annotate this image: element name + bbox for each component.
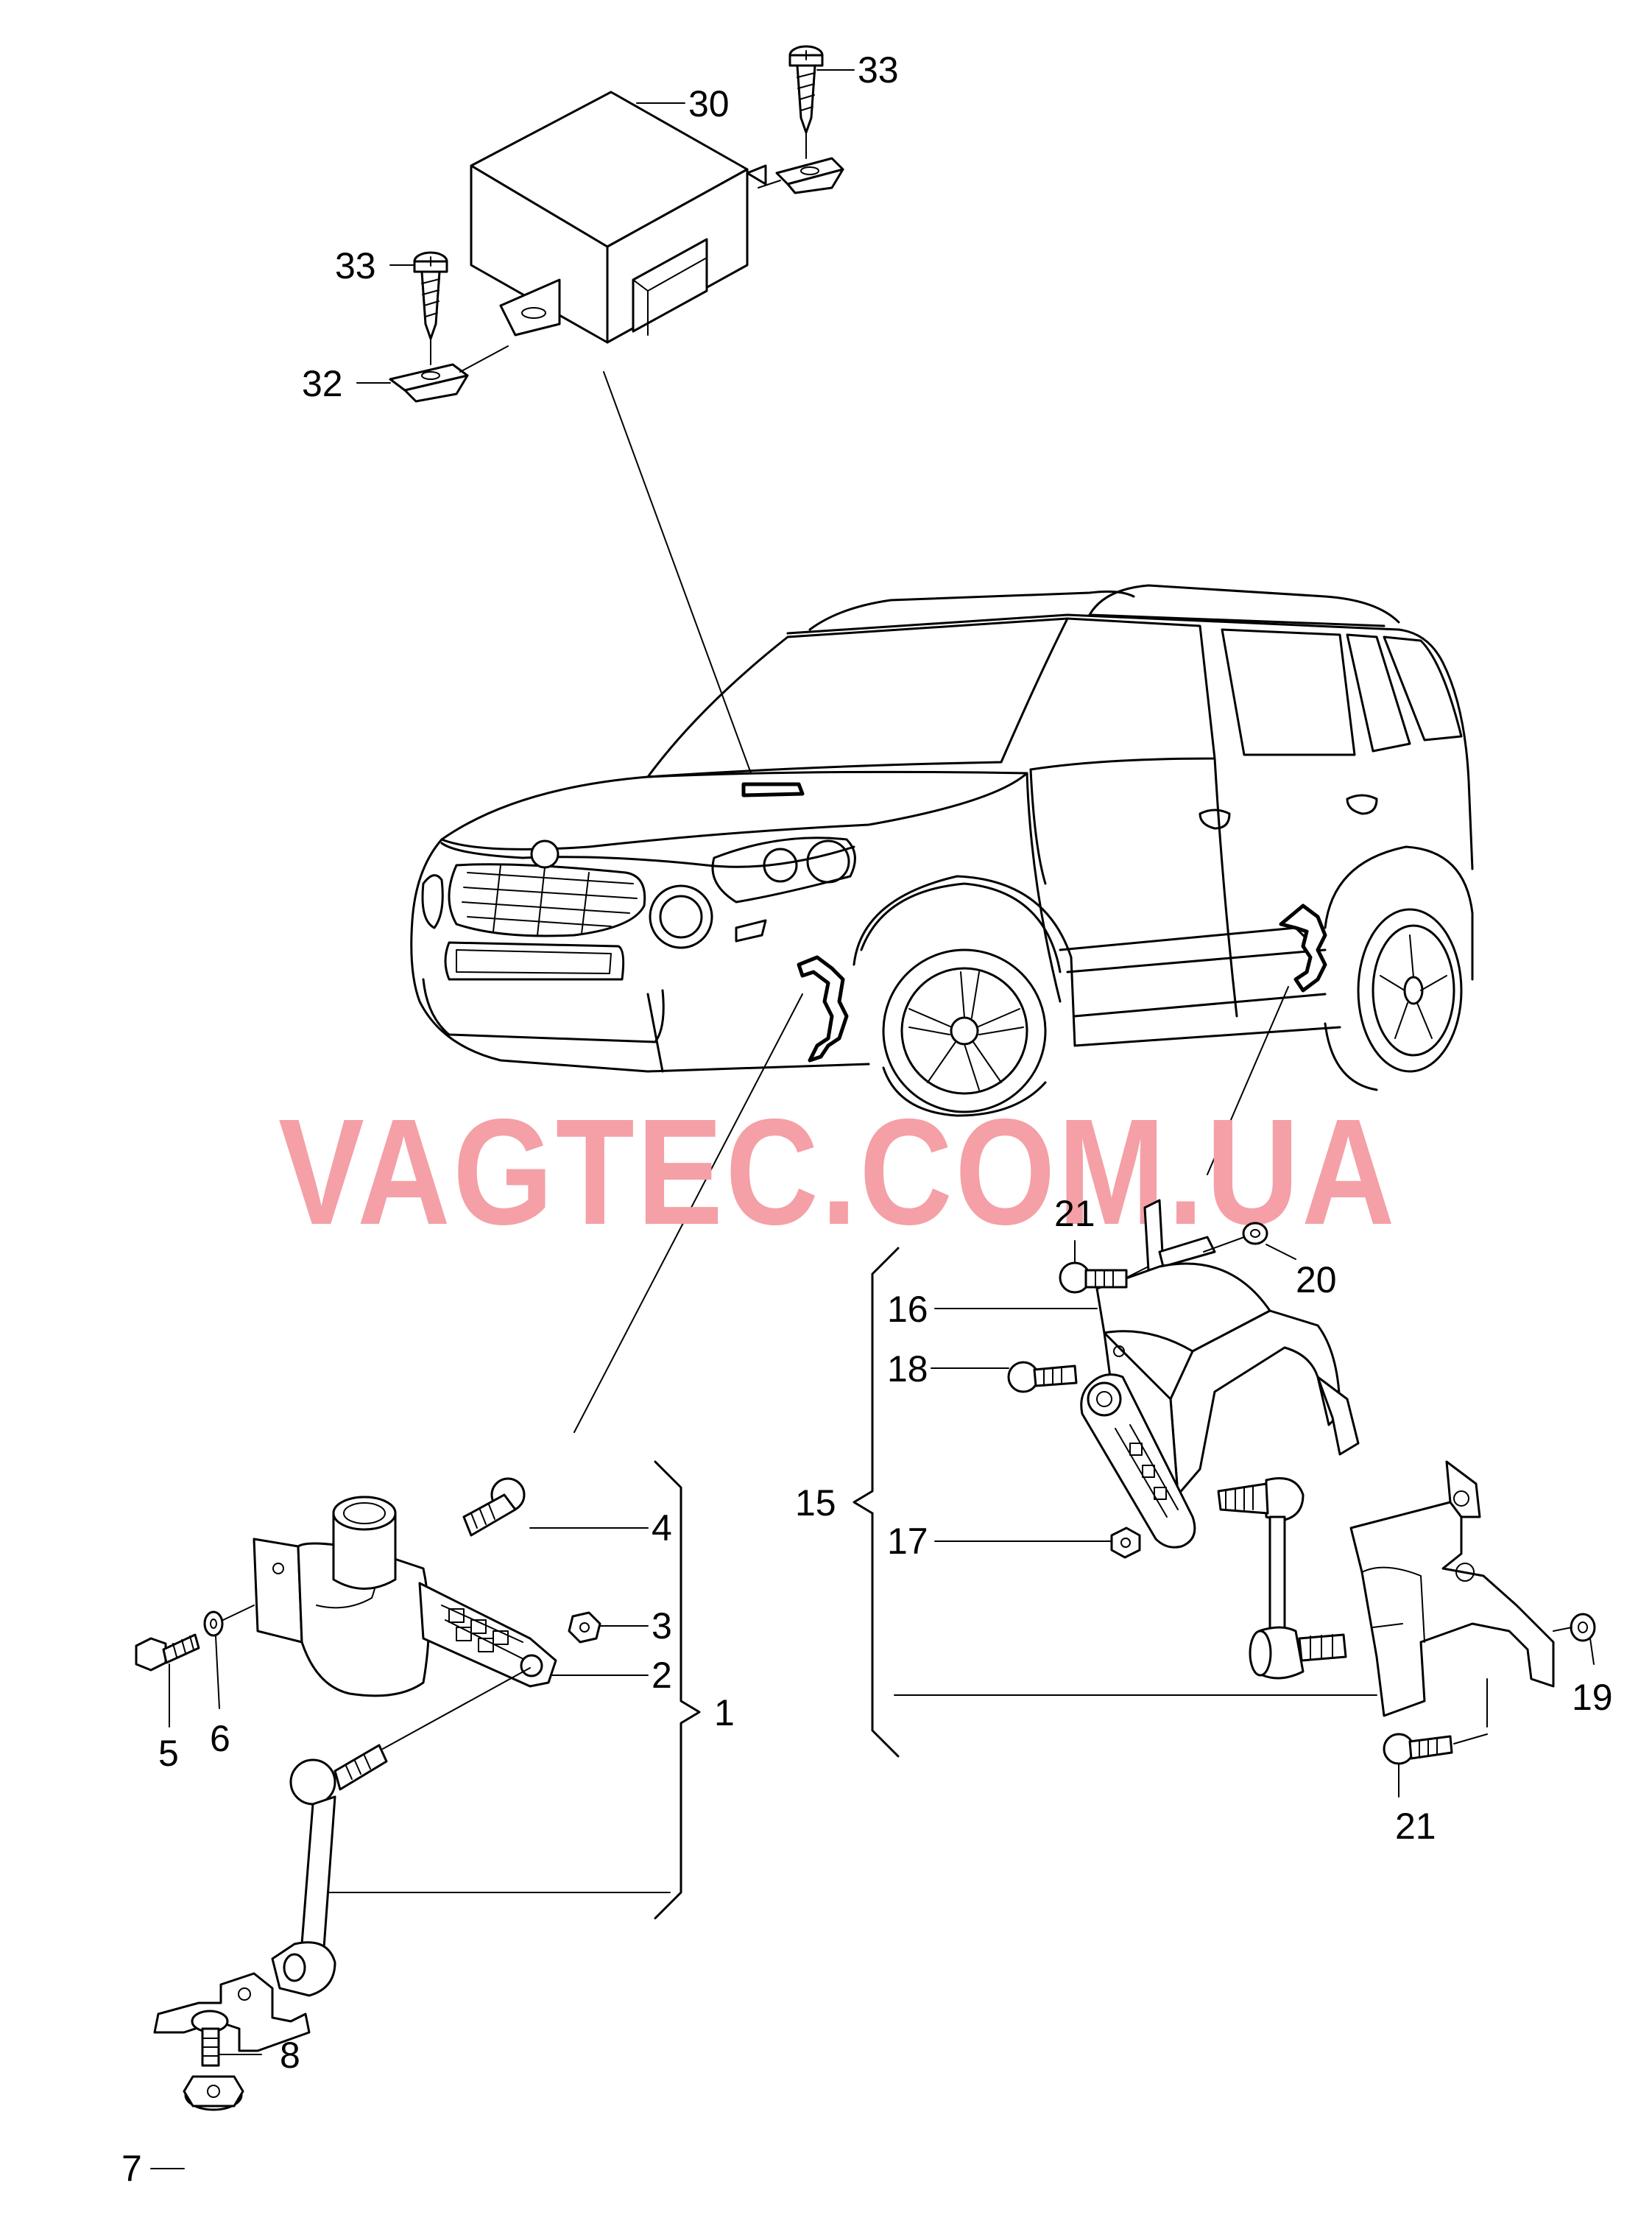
label-4: 4: [652, 1507, 672, 1549]
leader-lines-top: [356, 69, 855, 774]
label-32: 32: [302, 363, 343, 404]
label-3: 3: [652, 1605, 672, 1647]
label-15: 15: [795, 1482, 836, 1524]
part-labels: 30 33 33 32 21 20 16 18 15 17 19 21 4 3 …: [121, 49, 1613, 2189]
label-19: 19: [1572, 1677, 1613, 1718]
label-17: 17: [887, 1521, 928, 1562]
label-6: 6: [210, 1718, 230, 1759]
leader-lines-rear: [853, 1236, 1595, 1797]
rear-level-sensor: [1007, 1199, 1596, 1765]
label-7: 7: [121, 2148, 142, 2189]
screw-33-right: [788, 45, 824, 134]
label-2: 2: [652, 1655, 672, 1696]
clip-nut-32: [389, 363, 469, 403]
front-level-sensor: [135, 1477, 601, 2111]
label-20: 20: [1296, 1259, 1337, 1300]
watermark: VAGTEC.COM.UA: [278, 1088, 1397, 1256]
leader-rear-sensor: [1207, 986, 1289, 1175]
label-21-top: 21: [1054, 1193, 1095, 1234]
label-33-left: 33: [335, 245, 376, 286]
leader-lines-front: [150, 1460, 701, 2169]
screw-33-left: [413, 251, 448, 340]
label-5: 5: [158, 1733, 179, 1774]
label-1: 1: [714, 1692, 735, 1733]
label-30: 30: [688, 83, 730, 124]
label-16: 16: [887, 1289, 928, 1330]
label-33-right: 33: [858, 49, 899, 91]
label-8: 8: [280, 2035, 300, 2076]
label-18: 18: [887, 1348, 928, 1390]
vehicle-outline: [410, 584, 1474, 1117]
clip-nut-right: [775, 157, 844, 194]
leader-front-sensor: [573, 993, 803, 1433]
control-unit: [470, 91, 767, 344]
label-21-bottom: 21: [1395, 1806, 1436, 1847]
